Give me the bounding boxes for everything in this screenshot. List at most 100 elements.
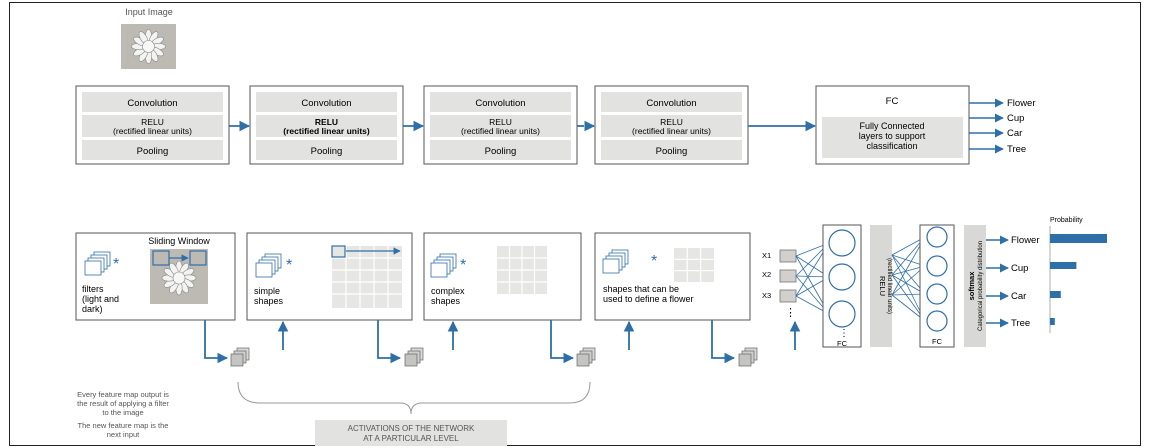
relu-sub-label: (rectified linear units) [632,126,711,136]
relu-sub-label: (rectified linear units) [113,126,192,136]
stage-text-1: complex [431,286,465,296]
probability-title: Probability [1050,217,1083,224]
stage-text-2: shapes [431,296,461,306]
relu-vertical-label: RELU [878,276,887,296]
diagram-frame [9,2,1141,446]
stage-flower-shapes: * shapes that can be used to define a fl… [594,232,751,321]
fc-block: FC Fully Connected layers to support cla… [815,85,970,165]
fc-label: FC [837,339,848,348]
conv-label: Convolution [301,98,351,109]
arrow [711,320,736,364]
stage-simple-shapes: * simple shapes [246,232,413,321]
feature-grid [332,246,402,308]
arrow [550,320,575,364]
relu-label: RELU [489,117,512,127]
conv-label: Convolution [475,98,525,109]
note-1-line-2: the result of applying a filter [77,399,169,408]
activations-box: ACTIVATIONS OF THE NETWORK AT A PARTICUL… [315,420,507,446]
asterisk: * [286,257,292,274]
x-label: X2 [762,270,771,279]
feature-map-stack-icon [404,347,424,367]
probability-bar-cup [1050,262,1077,269]
conv-label: Convolution [127,98,177,109]
note-2-line-1: The new feature map is the [78,421,169,430]
fc-layer-1: ⋮ FC [822,224,862,348]
fc-layer-2: FC [919,224,955,348]
output-label: Cup [1007,113,1024,124]
stage-complex-shapes: * complex shapes [423,232,582,321]
top-outputs: Flower Cup Car Tree [969,98,1036,155]
note-1-line-1: Every feature map output is [77,390,169,399]
output-label: Flower [1007,98,1036,109]
stage-text-2: (light and [82,294,119,304]
arrow [204,320,229,364]
stage-text-2: shapes [254,296,284,306]
feature-map-stack-icon [576,347,596,367]
relu-label: RELU [315,117,338,127]
arrow [377,320,402,364]
asterisk: * [651,253,657,270]
stage-text-1: shapes that can be [603,284,679,294]
pool-label: Pooling [137,146,169,157]
probability-bar-tree [1050,318,1055,325]
feature-map-stack-icon [230,347,250,367]
stage-filters: * Sliding Window filters (light and dark… [75,232,236,321]
bottom-outputs: Flower Cup Car Tree [986,235,1040,329]
relu-label: RELU [660,117,683,127]
conv-label: Convolution [646,98,696,109]
output-label: Cup [1011,263,1028,274]
feature-map-stack-icon [738,347,758,367]
pool-label: Pooling [311,146,343,157]
x-label: X3 [762,291,771,300]
input-image [121,24,176,69]
relu-label: RELU [141,117,164,127]
ellipsis: ⋮ [839,328,849,339]
relu-bar: RELU (rectified linear units) [870,225,892,347]
softmax-vertical-sub: Categorical probability distribution [978,241,984,331]
conv-block-3: Convolution RELU (rectified linear units… [423,85,578,165]
activations-line-1: ACTIVATIONS OF THE NETWORK [348,424,475,433]
softmax-vertical-label: softmax [967,271,976,301]
output-label: Car [1007,128,1022,139]
conv-block-4: Convolution RELU (rectified linear units… [594,85,749,165]
activation-brace [237,381,591,415]
pool-label: Pooling [485,146,517,157]
feature-maps [230,347,758,367]
input-nodes: X1 X2 X3 ⋮ [762,249,797,319]
asterisk: * [460,257,466,274]
fc-desc-1: Fully Connected [859,121,924,131]
stage-text-2: used to define a flower [603,294,694,304]
x-label: X1 [762,251,771,260]
pool-label: Pooling [656,146,688,157]
relu-sub-label: (rectified linear units) [283,126,370,136]
probability-bar-car [1050,291,1061,298]
feature-map-arrows [204,320,801,364]
fc-label: FC [932,337,943,346]
asterisk: * [113,256,119,273]
note-1-line-3: to the image [102,408,143,417]
stage-text-3: dark) [82,304,103,314]
stage-text-1: simple [254,286,280,296]
conv-block-1: Convolution RELU (rectified linear units… [75,85,230,165]
ellipsis: ⋮ [785,307,796,319]
note-2-line-2: next input [107,430,140,439]
output-label: Tree [1007,144,1026,155]
probability-bar-flower [1050,234,1107,243]
sliding-window-label: Sliding Window [148,236,210,246]
fc-desc-3: classification [866,141,917,151]
probability-chart: Probability [1049,217,1107,333]
stage-text-1: filters [82,284,104,294]
output-label: Flower [1011,235,1040,246]
fc-title: FC [886,96,899,107]
relu-vertical-sub: (rectified linear units) [886,258,892,314]
input-image-label: Input Image [125,7,173,17]
notes: Every feature map output is the result o… [77,390,169,439]
activations-line-2: AT A PARTICULAR LEVEL [363,434,459,443]
fc-desc-2: layers to support [859,131,926,141]
softmax-bar: softmax Categorical probability distribu… [964,225,986,347]
conv-block-2: Convolution RELU (rectified linear units… [249,85,404,165]
feature-grid [674,248,714,282]
output-label: Car [1011,291,1026,302]
